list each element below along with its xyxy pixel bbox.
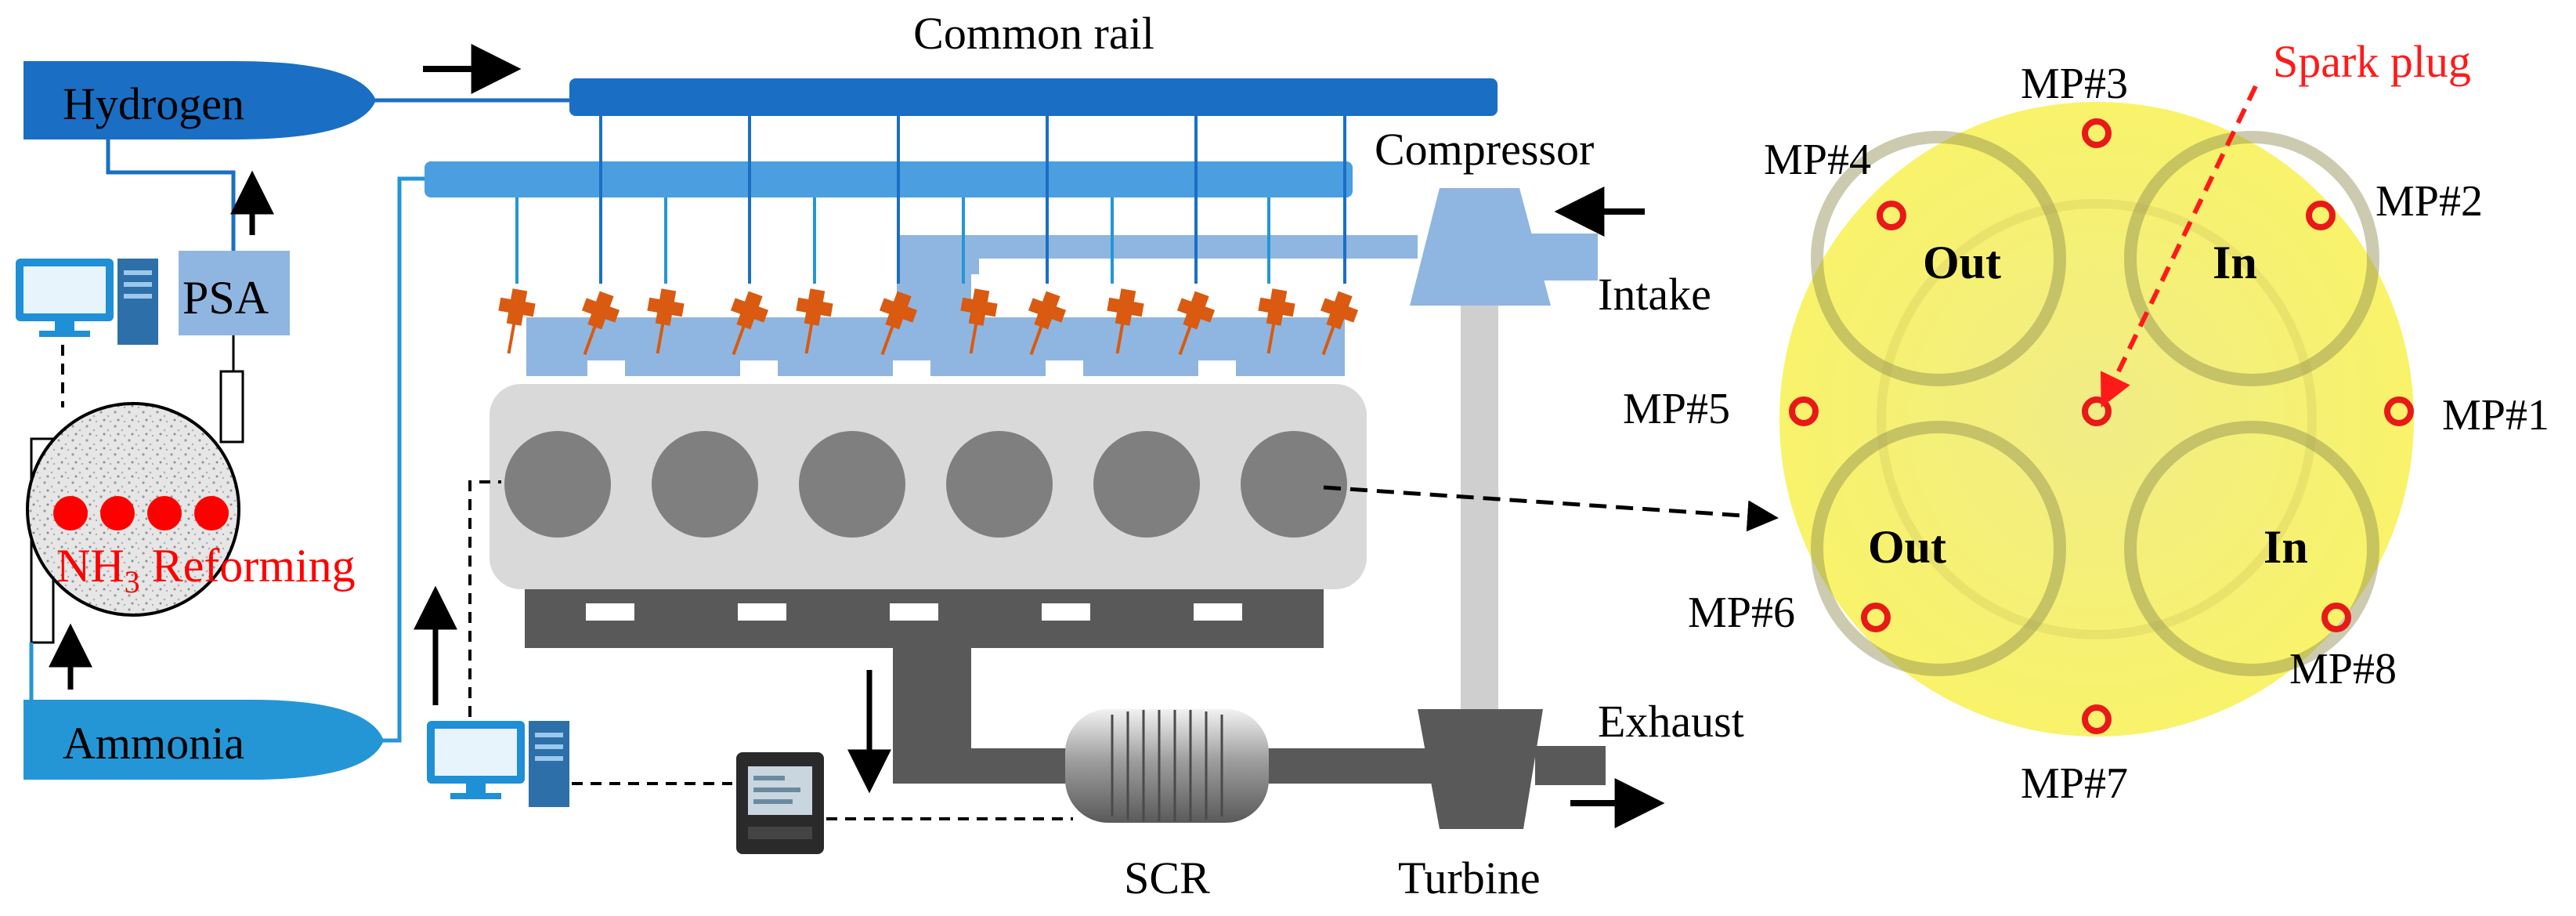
measurement-point-markers <box>1789 118 2414 734</box>
nh3-reformer <box>26 402 240 617</box>
intake-inlet <box>1519 234 1598 281</box>
valve-out-top: Out <box>1923 237 2001 288</box>
mp3-marker <box>2082 118 2112 148</box>
mp8-label: MP#8 <box>2289 645 2397 693</box>
mp7-marker <box>2082 704 2112 734</box>
turbine <box>1418 709 1543 829</box>
mp8-marker <box>2321 603 2351 632</box>
control-engine-signal <box>468 480 501 717</box>
valve-in-bottom: In <box>2263 521 2308 573</box>
engine-block <box>490 384 1367 589</box>
cylinder-detail-arrow <box>1323 485 1779 532</box>
mp6-label: MP#6 <box>1688 588 1795 637</box>
ammonia-tank: Ammonia <box>23 700 384 780</box>
spark-plug-arrow <box>2100 85 2258 408</box>
spark-plug-marker <box>2082 396 2112 426</box>
intake-pipe <box>897 235 1418 274</box>
mp2-marker <box>2306 201 2336 230</box>
cylinders <box>504 431 1347 538</box>
compressor <box>1410 188 1551 306</box>
psa-label: PSA <box>182 272 269 324</box>
reformer-outlet-pipe <box>219 370 244 444</box>
intake-label: Intake <box>1598 269 1711 320</box>
turbo-shaft <box>1461 274 1498 713</box>
exhaust-label: Exhaust <box>1598 696 1744 747</box>
hydrogen-label: Hydrogen <box>63 78 244 129</box>
injectors <box>498 288 1359 356</box>
compressor-label: Compressor <box>1375 124 1594 175</box>
scr-catalyst <box>1065 709 1269 823</box>
exhaust-pipe <box>893 648 1441 784</box>
emission-analyzer-icon <box>736 752 824 854</box>
ammonia-common-rail <box>425 161 1353 197</box>
hydrogen-common-rail <box>569 78 1498 116</box>
valve-out-bottom: Out <box>1868 521 1946 573</box>
mp4-marker <box>1877 201 1906 230</box>
mp3-label: MP#3 <box>2021 60 2128 108</box>
exhaust-outlet <box>1535 746 1606 785</box>
ammonia-label: Ammonia <box>63 718 244 769</box>
scr-label: SCR <box>1124 853 1210 903</box>
psa-hydrogen-line <box>106 139 236 251</box>
reforming-label: NH3 Reforming <box>56 540 356 599</box>
mp6-marker <box>1861 603 1891 632</box>
mp5-label: MP#5 <box>1623 385 1730 433</box>
computer-icon <box>16 259 158 345</box>
control-computer-icon <box>427 721 569 807</box>
turbine-label: Turbine <box>1398 853 1541 903</box>
valve-in-top: In <box>2213 237 2257 288</box>
mp7-label: MP#7 <box>2021 759 2128 808</box>
psa-unit <box>179 251 290 335</box>
hydrogen-injector-lines <box>599 116 1346 284</box>
spark-plug-label: Spark plug <box>2273 36 2471 87</box>
mp1-label: MP#1 <box>2442 391 2549 440</box>
mp1-marker <box>2384 396 2414 426</box>
mp4-label: MP#4 <box>1764 136 1871 184</box>
combustion-chamber <box>1779 102 2414 737</box>
mp2-label: MP#2 <box>2375 177 2483 226</box>
ammonia-injector-lines <box>515 197 1270 284</box>
common-rail-label: Common rail <box>913 8 1154 59</box>
mp5-marker <box>1789 396 1819 426</box>
ammonia-feed-line <box>382 176 427 743</box>
hydrogen-tank: Hydrogen <box>23 61 376 139</box>
